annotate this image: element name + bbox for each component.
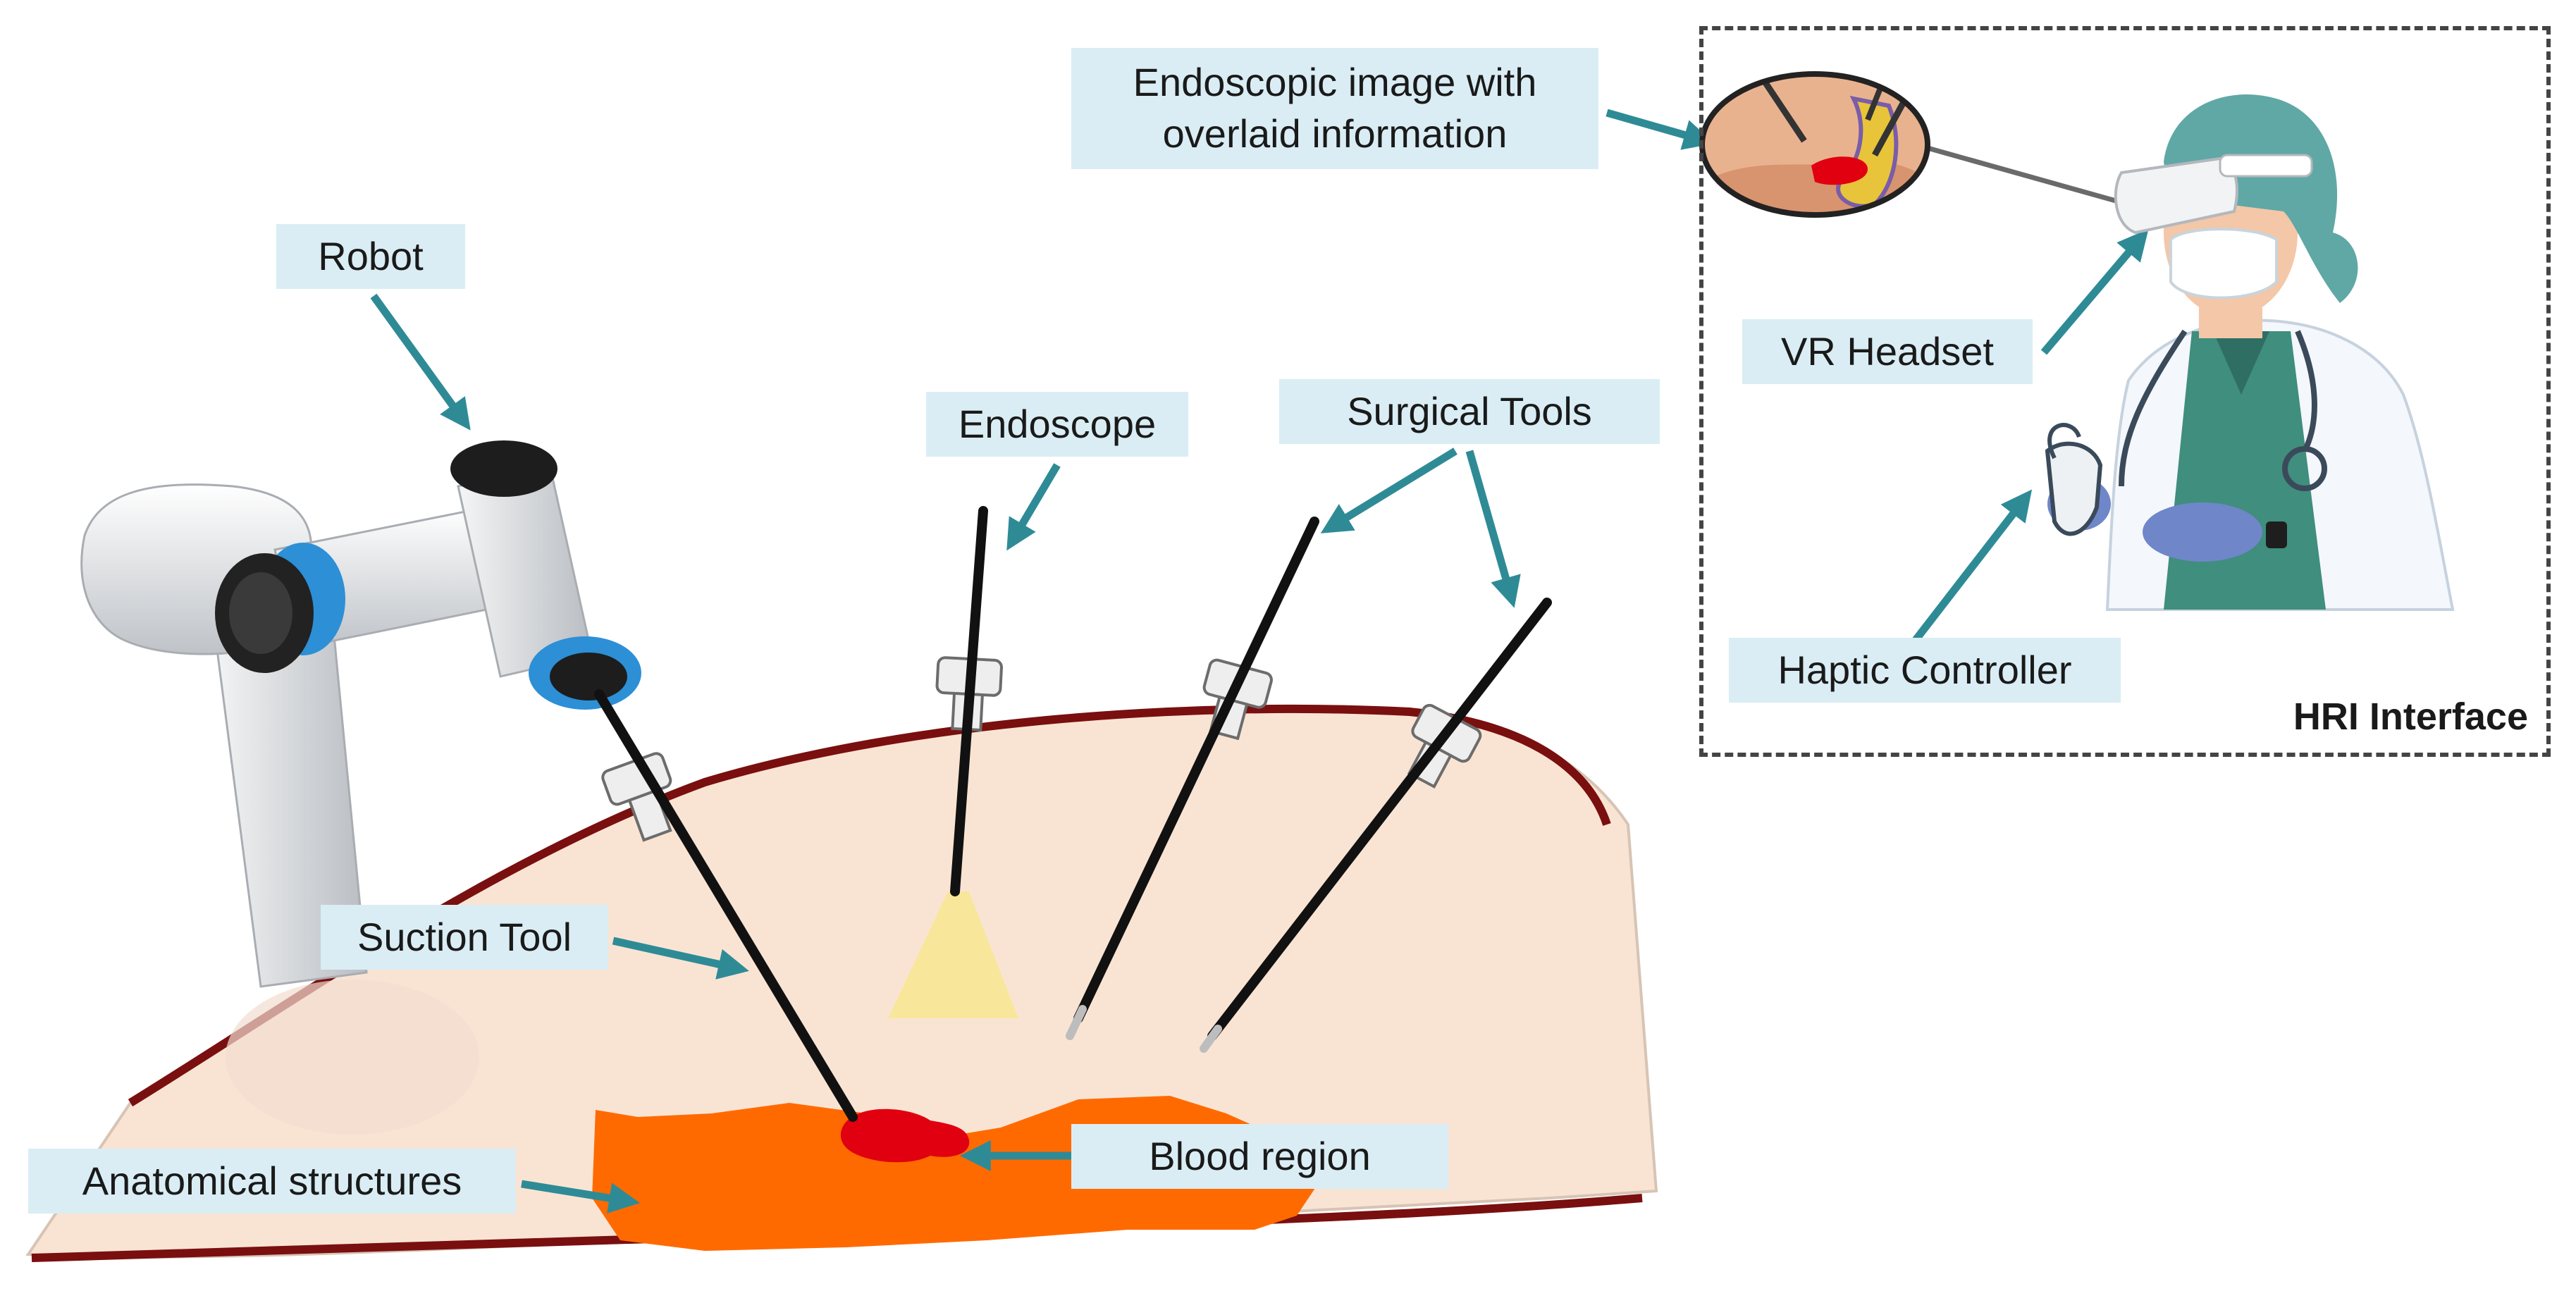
label-blood-region-text: Blood region (1149, 1133, 1371, 1178)
robot-base-ghost (226, 980, 479, 1135)
label-surgical-tools-text: Surgical Tools (1347, 388, 1592, 433)
arrow-surgical-tools-1 (1320, 447, 1458, 533)
instrument-tips (1066, 1005, 1222, 1053)
surgical-tool-1-tip (1066, 1005, 1087, 1040)
robot-wrist-top-cap (450, 440, 557, 497)
endoscope-light-cone (888, 891, 1018, 1018)
view-connector (1927, 145, 2129, 207)
label-robot-text: Robot (318, 233, 424, 278)
surgical-tool-1-shaft (1073, 517, 1319, 1023)
surgeon-right-glove (2143, 502, 2262, 562)
label-vr-headset-text: VR Headset (1781, 328, 1994, 373)
label-anatomical-structures: Anatomical structures (28, 1149, 516, 1214)
hri-interface-frame: VR Headset Haptic Controller HRI Interfa… (1699, 26, 2551, 757)
label-anatomical-structures-text: Anatomical structures (82, 1158, 462, 1203)
haptic-controller-device (2045, 441, 2103, 536)
blood-region-blob (840, 1109, 970, 1163)
label-vr-headset: VR Headset (1742, 319, 2033, 384)
label-endoscope-text: Endoscope (958, 401, 1157, 446)
hri-interface-title: HRI Interface (2293, 696, 2528, 738)
label-endoscopic-image: Endoscopic image with overlaid informati… (1071, 48, 1598, 169)
label-blood-region: Blood region (1071, 1124, 1448, 1189)
suction-tool-shaft (594, 689, 858, 1122)
label-haptic-controller-text: Haptic Controller (1777, 647, 2072, 692)
scrubs-neckline (2213, 331, 2269, 395)
surgeon-mask (2169, 228, 2278, 299)
label-surgical-tools: Surgical Tools (1279, 379, 1660, 444)
arrow-endoscope (1006, 463, 1061, 551)
arrow-vr-headset (2040, 228, 2149, 355)
surgeon-cap (2164, 94, 2358, 303)
instrument-shafts (594, 506, 1552, 1122)
robot-tool-flange (550, 653, 627, 700)
surgeon-figure (2045, 94, 2455, 611)
label-suction-tool-text: Suction Tool (357, 914, 572, 959)
arrow-surgical-tools-2 (1465, 450, 1521, 608)
label-haptic-controller: Haptic Controller (1729, 638, 2121, 703)
surgical-tool-2-shaft (1207, 598, 1552, 1041)
robot-joint-cap-inner (229, 572, 292, 654)
stethoscope (2119, 329, 2317, 487)
label-endoscope: Endoscope (926, 392, 1188, 457)
label-robot: Robot (276, 224, 465, 289)
surgical-tool-2-tip (1200, 1025, 1222, 1053)
vr-headset-strap (2219, 154, 2313, 178)
trocar-suction (601, 752, 672, 842)
arrow-endoscopic-image (1606, 109, 1715, 150)
robot-arm (80, 440, 641, 988)
arrow-robot (370, 293, 471, 431)
label-suction-tool: Suction Tool (321, 905, 608, 970)
arrow-anatomical (521, 1180, 641, 1214)
label-endoscopic-image-line1: Endoscopic image with (1133, 60, 1537, 105)
label-endoscopic-image-line2: overlaid information (1162, 111, 1508, 156)
callout-arrows (370, 109, 2149, 1214)
haptic-controller-handle (2047, 423, 2081, 459)
arrow-haptic (1903, 489, 2033, 655)
surgeon-neck (2199, 296, 2262, 338)
arrow-suction-tool (612, 937, 749, 980)
smartwatch (2266, 521, 2287, 548)
stethoscope-chest-piece (2282, 446, 2327, 491)
endoscope-shaft (950, 506, 988, 896)
